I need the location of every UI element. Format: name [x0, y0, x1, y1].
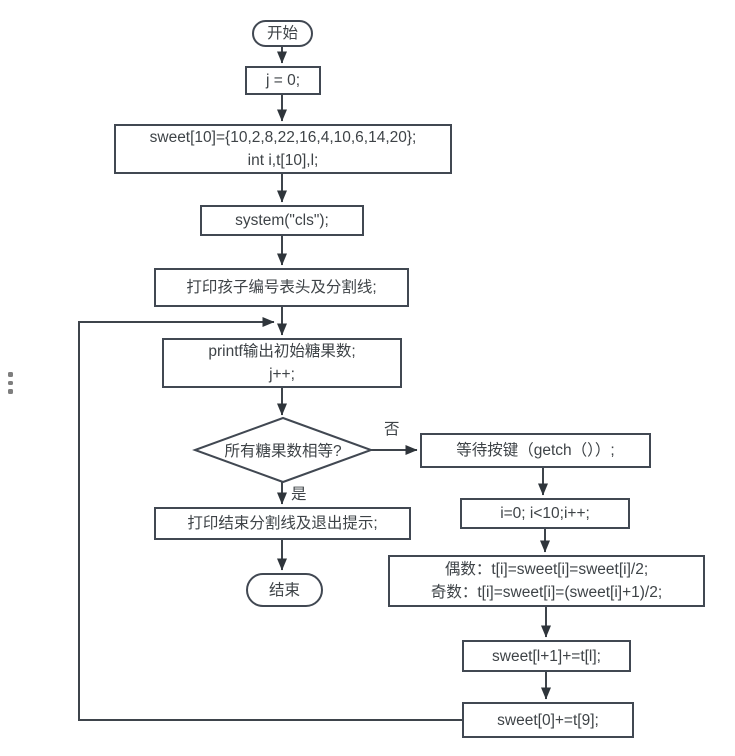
node-end: 结束	[246, 573, 323, 607]
handle-dot	[8, 372, 13, 377]
node-pass-wrap: sweet[0]+=t[9];	[462, 702, 634, 738]
decision-diamond-shape	[192, 416, 374, 484]
handle-dot	[8, 380, 13, 385]
node-print-initial: printf输出初始糖果数; j++;	[162, 338, 402, 388]
node-print-end: 打印结束分割线及退出提示;	[154, 507, 411, 540]
node-loop-for: i=0; i<10;i++;	[460, 498, 630, 529]
node-pass-right: sweet[l+1]+=t[l];	[462, 640, 631, 672]
node-clear-screen: system("cls");	[200, 205, 364, 236]
decision-no-label: 否	[383, 421, 401, 438]
edge-loopback	[78, 317, 462, 721]
node-wait-key: 等待按键（getch（））;	[420, 433, 651, 468]
node-decision-label: 所有糖果数相等?	[224, 443, 342, 460]
node-start: 开始	[252, 20, 313, 47]
node-init-j: j = 0;	[245, 66, 321, 95]
node-init-array: sweet[10]={10,2,8,22,16,4,10,6,14,20}; i…	[114, 124, 452, 174]
block-drag-handle-icon[interactable]	[8, 372, 13, 394]
node-halve-rule: 偶数：t[i]=sweet[i]=sweet[i]/2; 奇数：t[i]=swe…	[388, 555, 705, 607]
decision-yes-label: 是	[290, 486, 308, 503]
node-print-header: 打印孩子编号表头及分割线;	[154, 268, 409, 307]
handle-dot	[8, 389, 13, 394]
